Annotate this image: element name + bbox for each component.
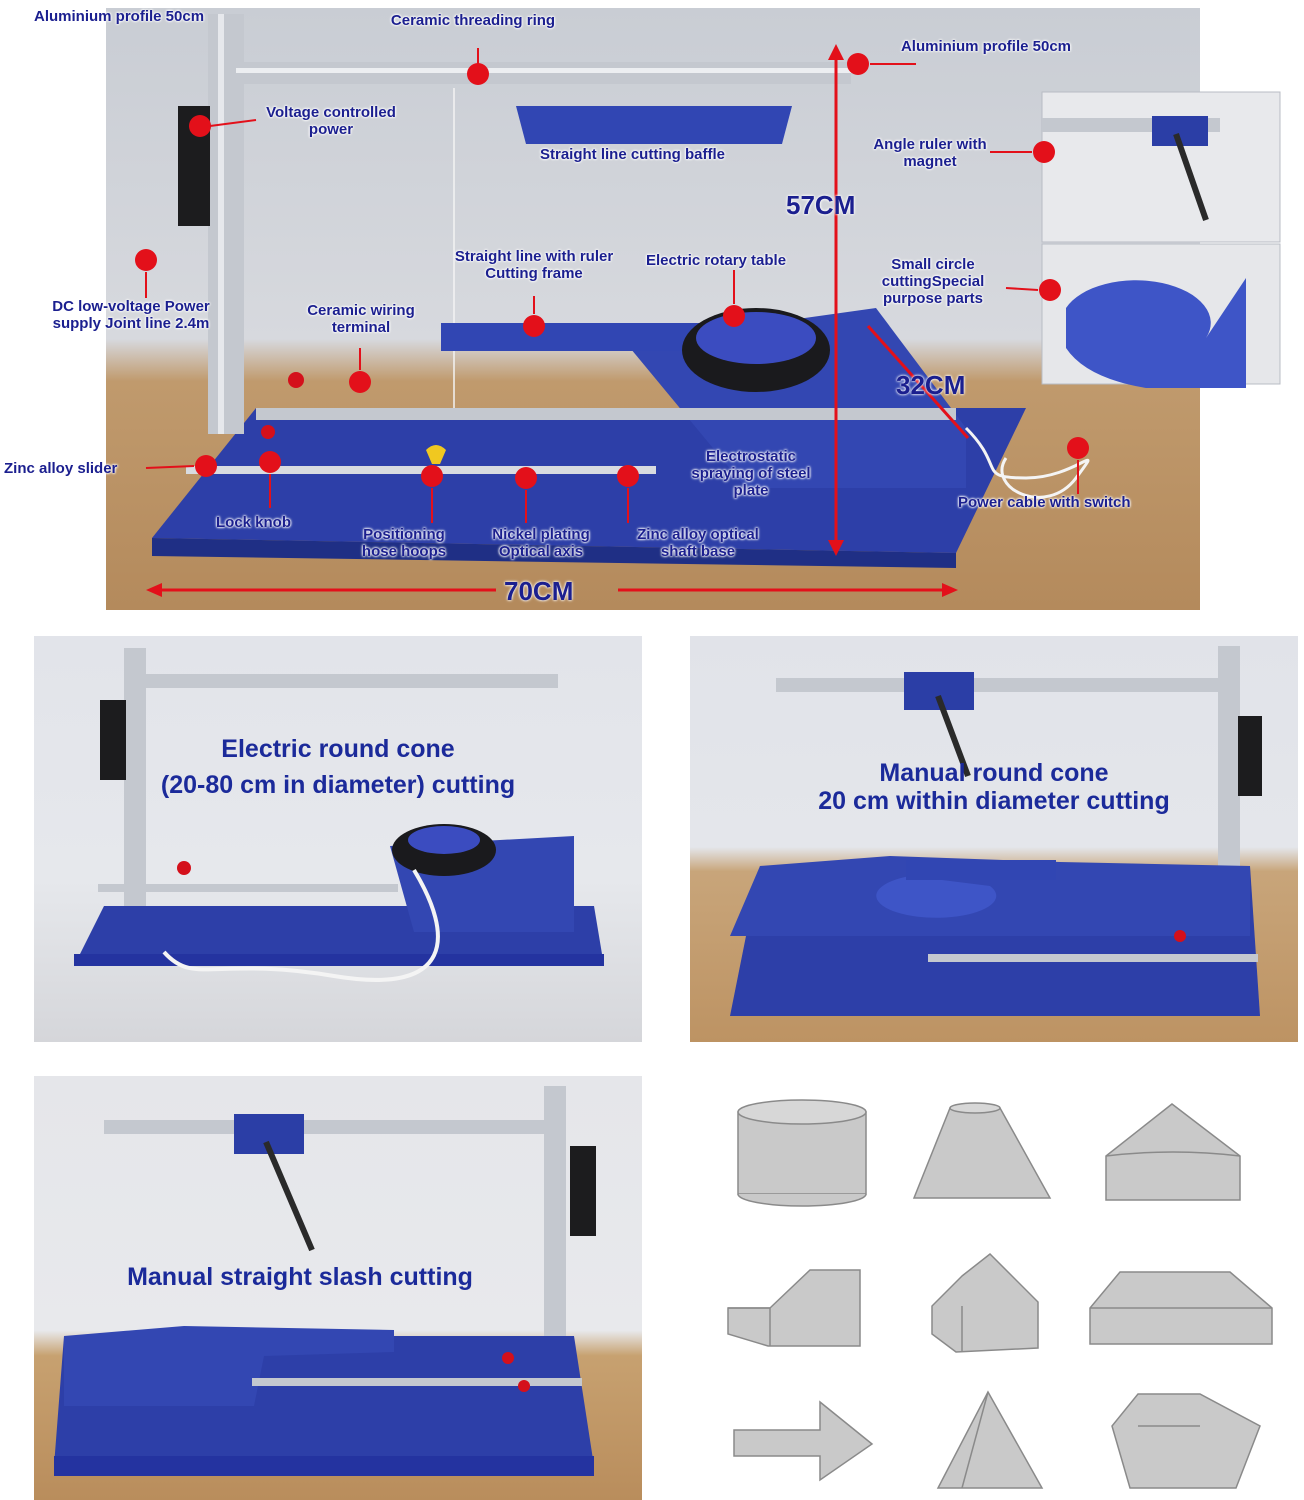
label-aluminium-profile-right: Aluminium profile 50cm <box>900 38 1072 55</box>
marker-small-circle <box>1039 279 1061 301</box>
dimension-arrows <box>146 44 970 597</box>
label-electric-rotary-table: Electric rotary table <box>646 252 787 269</box>
label-angle-ruler-with-magnet: Angle ruler with magnet <box>873 136 987 170</box>
label-electrostatic-spraying: Electrostatic spraying of steel plate <box>691 448 811 499</box>
marker-rotary-table <box>723 305 745 327</box>
marker-zinc-slider <box>195 455 217 477</box>
dimension-width: 70CM <box>504 576 574 606</box>
caption-electric-line1: Electric round cone <box>221 735 455 763</box>
shape-angled-prism <box>727 1269 861 1347</box>
label-voltage-controlled-power: Voltage controlled power <box>266 104 396 138</box>
caption-manual-cone-line1: Manual round cone <box>879 759 1109 787</box>
label-markers <box>135 53 1089 489</box>
label-straight-line-cutting-baffle: Straight line cutting baffle <box>540 146 726 163</box>
shape-arrow <box>733 1400 874 1482</box>
label-ceramic-threading-ring: Ceramic threading ring <box>390 12 556 29</box>
electric-cone-machine <box>74 648 604 982</box>
optical-axis <box>186 466 656 474</box>
label-small-circle-cutting: Small circle cuttingSpecial purpose part… <box>881 256 985 307</box>
marker-aluminium-right <box>847 53 869 75</box>
shape-trapezoid-block <box>1089 1271 1273 1345</box>
marker-angle-ruler <box>1033 141 1055 163</box>
label-positioning-hose-hoops: Positioning hose hoops <box>361 526 447 560</box>
label-lock-knob: Lock knob <box>216 514 292 531</box>
main-product-photo: Aluminium profile 50cm Ceramic threading… <box>4 8 1281 610</box>
marker-shaft-base <box>617 465 639 487</box>
shape-examples <box>727 1099 1273 1489</box>
leader-lines <box>145 48 1079 523</box>
label-nickel-plating-optical-axis: Nickel plating Optical axis <box>492 526 590 560</box>
cutting-baffle <box>516 106 792 144</box>
marker-optical-axis <box>515 467 537 489</box>
panel-electric-round-cone: Electric round cone (20-80 cm in diamete… <box>34 636 642 1042</box>
marker-lock-knob <box>259 451 281 473</box>
caption-electric-line2: (20-80 cm in diameter) cutting <box>160 771 516 799</box>
machine-illustration <box>135 14 1281 597</box>
label-aluminium-profile-left: Aluminium profile 50cm <box>34 8 205 25</box>
yellow-hose-hoop <box>426 445 446 464</box>
marker-cutting-frame <box>523 315 545 337</box>
dimension-height: 57CM <box>786 190 856 220</box>
label-straight-line-cutting-frame: Straight line with ruler Cutting frame <box>454 248 614 282</box>
shape-frustum <box>1111 1393 1261 1489</box>
aluminium-rail <box>256 408 956 420</box>
panel-manual-straight-slash: Manual straight slash cutting <box>34 1076 642 1500</box>
shape-house-prism <box>931 1252 1039 1353</box>
shape-pyramid <box>936 1390 1044 1489</box>
slash-cutting-machine <box>54 1086 596 1476</box>
caption-manual-slash: Manual straight slash cutting <box>127 1263 473 1291</box>
angle-ruler-inset <box>1041 91 1281 243</box>
marker-ceramic-wiring <box>349 371 371 393</box>
panel-manual-round-cone: Manual round cone 20 cm within diameter … <box>690 636 1298 1042</box>
shape-truncated-cone <box>912 1102 1052 1199</box>
label-dc-low-voltage-supply: DC low-voltage Power supply Joint line 2… <box>52 298 210 332</box>
label-ceramic-wiring-terminal: Ceramic wiring terminal <box>307 302 415 336</box>
marker-dc-supply <box>135 249 157 271</box>
label-zinc-alloy-slider: Zinc alloy slider <box>4 460 118 477</box>
panel-cut-shapes <box>700 1076 1304 1500</box>
marker-hose-hoops <box>421 465 443 487</box>
label-power-cable-with-switch: Power cable with switch <box>958 494 1131 511</box>
red-knob <box>288 372 304 388</box>
dimension-depth: 32CM <box>896 370 966 400</box>
shape-cone-on-cylinder <box>1105 1103 1241 1201</box>
manual-cone-machine <box>730 646 1262 1016</box>
shape-cylinder <box>737 1099 867 1207</box>
marker-power-cable <box>1067 437 1089 459</box>
label-zinc-alloy-shaft-base: Zinc alloy optical shaft base <box>637 526 759 560</box>
marker-voltage-power <box>189 115 211 137</box>
caption-manual-cone-line2: 20 cm within diameter cutting <box>818 787 1170 815</box>
marker-ceramic-ring <box>467 63 489 85</box>
